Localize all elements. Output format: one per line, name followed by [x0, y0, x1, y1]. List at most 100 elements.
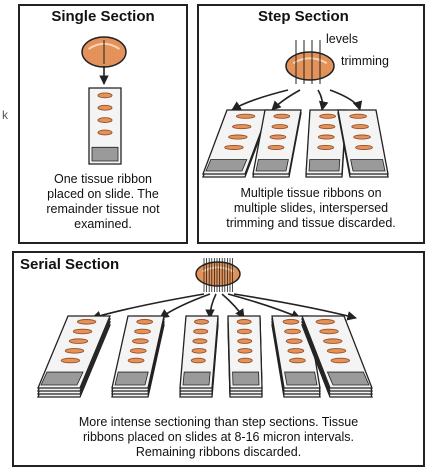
tissue-section	[235, 113, 256, 119]
tissue-section	[192, 338, 208, 344]
tissue-section	[76, 319, 97, 325]
caption-line: Multiple tissue ribbons on	[240, 186, 382, 200]
tissue-section	[193, 328, 209, 335]
tissue-section	[237, 348, 253, 354]
serial-section-caption: More intense sectioning than step sectio…	[14, 415, 423, 460]
tissue-section	[237, 357, 253, 364]
tissue-section	[191, 348, 207, 354]
tissue-section	[284, 328, 301, 335]
tissue-section	[194, 319, 210, 325]
slide-label-area	[182, 371, 211, 386]
slide-label-area	[326, 371, 370, 386]
tissue-section	[136, 319, 154, 325]
glass-slide	[301, 315, 373, 398]
tissue-section	[228, 134, 248, 140]
tissue-section	[315, 319, 335, 325]
caption-line: remainder tissue not	[46, 202, 160, 216]
glass-slide	[227, 315, 263, 398]
arrow	[233, 293, 357, 321]
caption-line: multiple slides, interspersed	[233, 201, 389, 215]
edge-mark: k	[2, 108, 8, 122]
arrow	[205, 293, 217, 319]
slide-label-area	[255, 159, 289, 172]
arrow	[227, 293, 301, 320]
slide-label-area	[205, 159, 248, 172]
glass-slide	[179, 315, 219, 398]
tissue-section	[237, 338, 253, 344]
tissue-section	[68, 338, 89, 344]
tissue-section	[267, 144, 285, 150]
tissue-section	[236, 319, 252, 325]
tissue-section	[317, 144, 335, 150]
tissue-section	[319, 113, 336, 119]
caption-line: placed on slide. The	[47, 187, 159, 201]
tissue-section	[351, 124, 369, 130]
tissue-section	[127, 357, 145, 364]
caption-line: Remaining ribbons discarded.	[135, 445, 302, 459]
tissue-section	[72, 328, 93, 335]
tissue-section	[282, 319, 300, 325]
caption-line: More intense sectioning than step sectio…	[78, 415, 359, 429]
slide-label-area	[350, 159, 386, 172]
tissue-section	[318, 124, 336, 130]
tissue-section	[269, 134, 287, 140]
single-section-title: Single Section	[51, 8, 155, 25]
slide-label-area	[40, 371, 84, 386]
tissue-section	[134, 328, 151, 335]
arrow	[271, 89, 301, 111]
tissue-block	[285, 51, 335, 81]
tissue-section	[287, 348, 305, 354]
glass-slide	[337, 109, 389, 178]
arrow	[329, 89, 363, 111]
tissue-section	[319, 328, 339, 335]
tissue-section	[97, 92, 113, 99]
tissue-section	[317, 134, 335, 140]
tissue-section	[97, 104, 113, 111]
slide-outline	[252, 109, 302, 175]
serial-section-title: Serial Section	[20, 256, 120, 273]
tissue-section	[132, 338, 149, 344]
tissue-section	[97, 129, 113, 136]
slide-outline	[337, 109, 389, 175]
tissue-section	[97, 117, 113, 123]
slide-label-area	[91, 146, 119, 162]
tissue-section	[323, 338, 343, 344]
tissue-section	[271, 124, 289, 130]
caption-line: trimming and tissue discarded.	[226, 216, 396, 230]
caption-line: ribbons placed on slides at 8-16 micron …	[83, 430, 354, 444]
glass-slide	[111, 315, 165, 398]
slide-label-area	[284, 371, 318, 386]
tissue-section	[60, 357, 81, 364]
serial-section-figure	[37, 258, 373, 398]
tissue-section	[236, 328, 252, 335]
tissue-block	[195, 261, 241, 287]
tissue-section	[330, 357, 351, 364]
glass-slide	[305, 109, 347, 178]
tissue-section	[64, 348, 85, 354]
single-section-figure	[81, 36, 127, 165]
tissue-section	[190, 357, 206, 364]
step-section-figure	[202, 40, 389, 178]
tissue-section	[273, 113, 291, 119]
glass-slide	[252, 109, 302, 178]
slide-label-area	[308, 159, 341, 172]
arrow	[91, 293, 205, 321]
tissue-section	[232, 124, 252, 130]
tissue-section	[289, 357, 306, 364]
step-section-title: Step Section	[258, 8, 349, 25]
tissue-section	[224, 144, 244, 150]
tissue-section	[355, 144, 373, 150]
step-section-caption: Multiple tissue ribbons on multiple slid…	[199, 186, 423, 231]
tissue-highlight	[202, 266, 234, 273]
tissue-section	[326, 348, 347, 354]
caption-line: examined.	[74, 217, 132, 231]
trimming-label: trimming	[341, 54, 389, 68]
slide-outline	[88, 87, 122, 165]
tissue-section	[129, 348, 147, 354]
slide-outline	[202, 109, 270, 175]
slide-outline	[305, 109, 347, 175]
slide-label-area	[232, 371, 260, 386]
caption-line: One tissue ribbon	[54, 172, 152, 186]
glass-slide	[37, 315, 111, 398]
tissue-section	[353, 134, 371, 140]
